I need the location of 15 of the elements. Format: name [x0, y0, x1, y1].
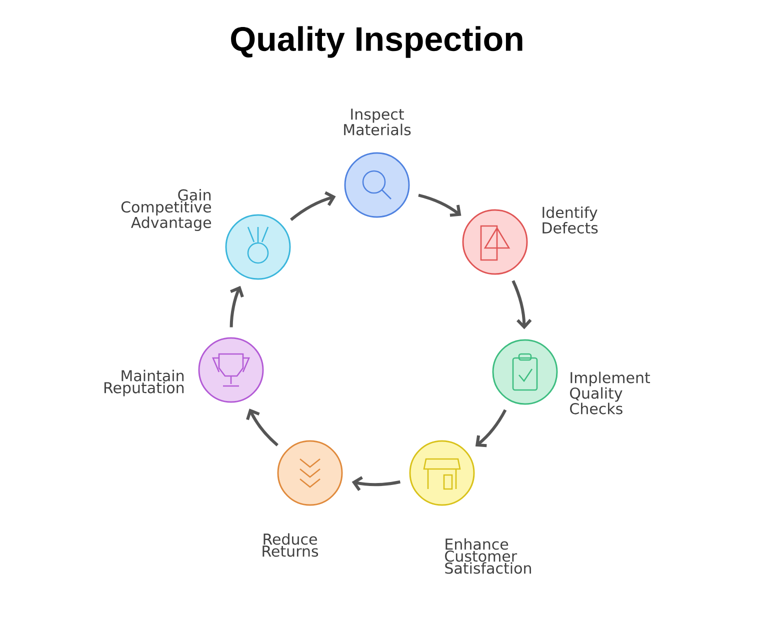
- step-label: Inspect Materials: [344, 108, 411, 136]
- arrow: [475, 409, 507, 448]
- step-label: Implement Quality Checks: [570, 372, 650, 414]
- step-label: Reduce Returns: [262, 533, 318, 557]
- arrow: [418, 194, 462, 217]
- arrow: [290, 191, 336, 221]
- title: Quality Inspection: [231, 26, 522, 58]
- arrow: [352, 476, 400, 492]
- arrow: [512, 280, 532, 330]
- step-label: Maintain Reputation: [104, 370, 184, 396]
- arrow: [246, 408, 278, 446]
- step-label: Gain Competitive Advantage: [121, 189, 212, 232]
- arrow: [230, 286, 244, 328]
- step-label: Identify Defects: [542, 206, 598, 234]
- step-label: Enhance Customer Satisfaction: [445, 538, 531, 574]
